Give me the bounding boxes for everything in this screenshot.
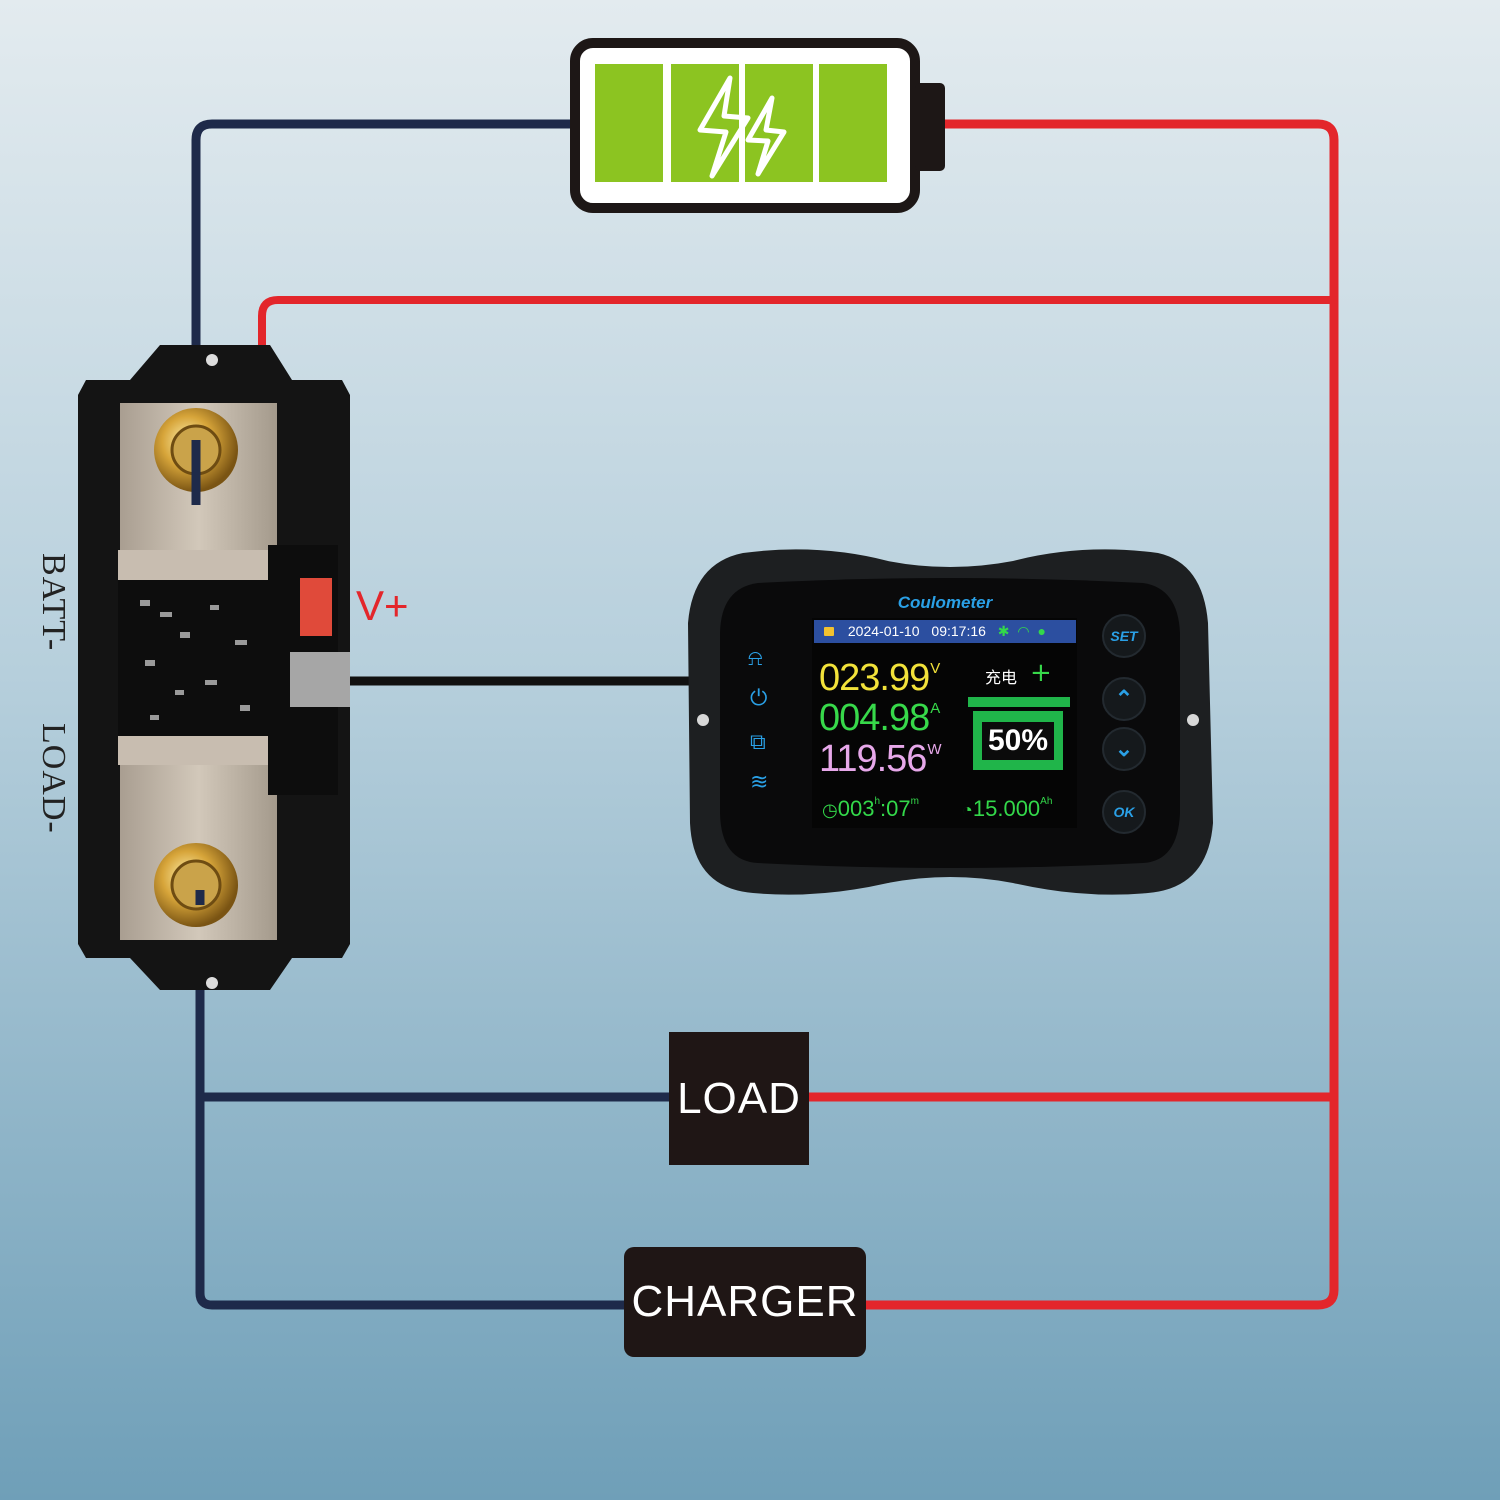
capacity-value: 15.000 (972, 796, 1041, 821)
charge-status: 充电 (985, 668, 1018, 687)
set-button[interactable]: SET (1102, 614, 1146, 658)
voltage-reading: 023.99V (819, 657, 940, 699)
lightning-icon (697, 75, 787, 179)
down-arrow-icon: ⌄ (1114, 736, 1134, 761)
current-value: 004.98 (819, 697, 930, 739)
clock-icon: ◷ (822, 800, 838, 820)
runtime-readout: ◷003h:07m (822, 796, 919, 822)
ok-button[interactable]: OK (1102, 790, 1146, 834)
load-neg-label: LOAD- (35, 723, 72, 834)
negative-wire-battery (191, 119, 583, 510)
battery-graphic-top (968, 697, 1070, 707)
plus-icon: + (1030, 658, 1052, 688)
device-link-icon: ⧉ (750, 730, 766, 755)
alarm-icon: ⍾ (748, 646, 763, 671)
current-reading: 004.98A (819, 697, 940, 739)
load-box: LOAD (669, 1032, 809, 1165)
runtime-hours-unit: h (874, 796, 880, 807)
v-plus-label: V+ (356, 582, 409, 629)
battery-icon (570, 38, 945, 213)
load-label: LOAD (677, 1073, 801, 1123)
set-button-label: SET (1110, 628, 1138, 644)
voltage-value: 023.99 (819, 657, 930, 699)
runtime-hours: 003 (837, 796, 875, 821)
capacity-unit: Ah (1040, 796, 1053, 807)
power-reading: 119.56W (819, 738, 942, 780)
shunt (78, 345, 350, 990)
down-button[interactable]: ⌄ (1102, 727, 1146, 771)
power-value: 119.56 (819, 738, 927, 780)
bluetooth-icon: ✱ (997, 623, 1010, 639)
power-unit: W (927, 741, 941, 758)
meter-title: Coulometer (897, 593, 993, 612)
batt-neg-label: BATT- (35, 553, 72, 652)
charger-label: CHARGER (631, 1277, 859, 1326)
current-unit: A (930, 700, 940, 717)
up-button[interactable]: ⌃ (1102, 677, 1146, 721)
up-arrow-icon: ⌃ (1114, 686, 1134, 711)
wireless-icon: ≋ (750, 770, 769, 795)
soc-box: 50% (973, 711, 1063, 770)
meter-status-bar: 2024-01-10 09:17:16 ✱ ◠ ● (814, 620, 1076, 643)
negative-wire-load (195, 890, 635, 1310)
charge-cycle-icon: ◔ (962, 800, 973, 820)
link-icon: ● (1037, 623, 1046, 639)
voltage-unit: V (930, 660, 940, 677)
meter-date: 2024-01-10 (847, 623, 920, 639)
capacity-readout: ◔15.000Ah (962, 796, 1052, 822)
soc-value: 50% (981, 721, 1055, 760)
positive-wire-battery (857, 119, 1339, 1310)
lock-icon (824, 627, 834, 636)
ok-button-label: OK (1113, 804, 1135, 820)
meter-time: 09:17:16 (931, 623, 986, 639)
runtime-minutes: :07 (880, 796, 911, 821)
runtime-minutes-unit: m (910, 796, 919, 807)
power-cycle-icon: ⏻ (750, 686, 768, 711)
wifi-icon: ◠ (1017, 623, 1030, 639)
charger-box: CHARGER (624, 1247, 866, 1357)
